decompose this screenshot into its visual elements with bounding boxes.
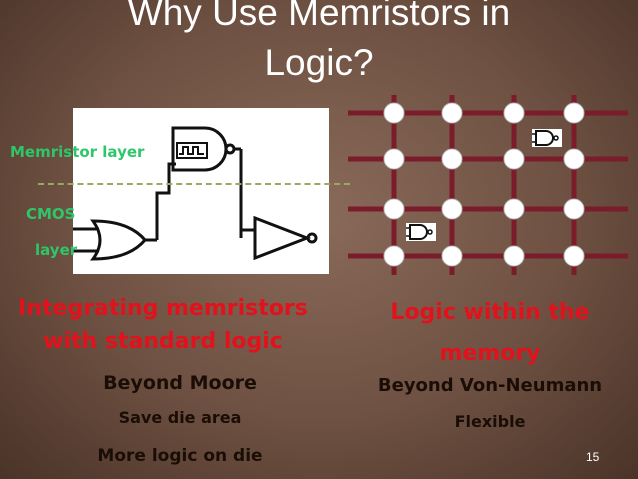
crossbar-nodes <box>383 102 585 267</box>
inverter-gate-icon <box>239 215 318 261</box>
layer-divider <box>38 183 350 185</box>
memristor-icon <box>176 142 208 159</box>
left-point-1: Beyond Moore <box>103 372 257 394</box>
cmos-label-line-1: CMOS <box>26 205 76 223</box>
right-heading-line-1: Logic within the <box>390 300 590 325</box>
right-point-1: Beyond Von-Neumann <box>377 375 603 396</box>
slide-title-line-2: Logic? <box>264 42 374 83</box>
small-nand-gate-icon-2 <box>406 223 436 241</box>
page-number: 15 <box>586 450 600 464</box>
right-heading-line-2: memory <box>439 341 541 366</box>
nand-gate-icon <box>171 126 243 230</box>
slide-title-line-1: Why Use Memristors in <box>127 0 511 33</box>
crossbar-grid <box>348 95 628 275</box>
memristor-layer-label: Memristor layer <box>10 143 145 161</box>
left-point-2: Save die area <box>118 408 242 427</box>
right-point-2: Flexible <box>454 412 526 431</box>
cmos-label-line-2: layer <box>35 241 78 259</box>
small-nand-gate-icon <box>532 129 562 147</box>
left-point-3: More logic on die <box>97 446 263 466</box>
circuit-diagram <box>73 126 318 261</box>
circuit-diagram-panel <box>73 108 329 274</box>
crossbar-array <box>348 95 628 275</box>
or-gate-icon <box>73 162 176 261</box>
left-heading-line-2: with standard logic <box>43 329 283 354</box>
left-heading-line-1: Integrating memristors <box>18 296 308 321</box>
